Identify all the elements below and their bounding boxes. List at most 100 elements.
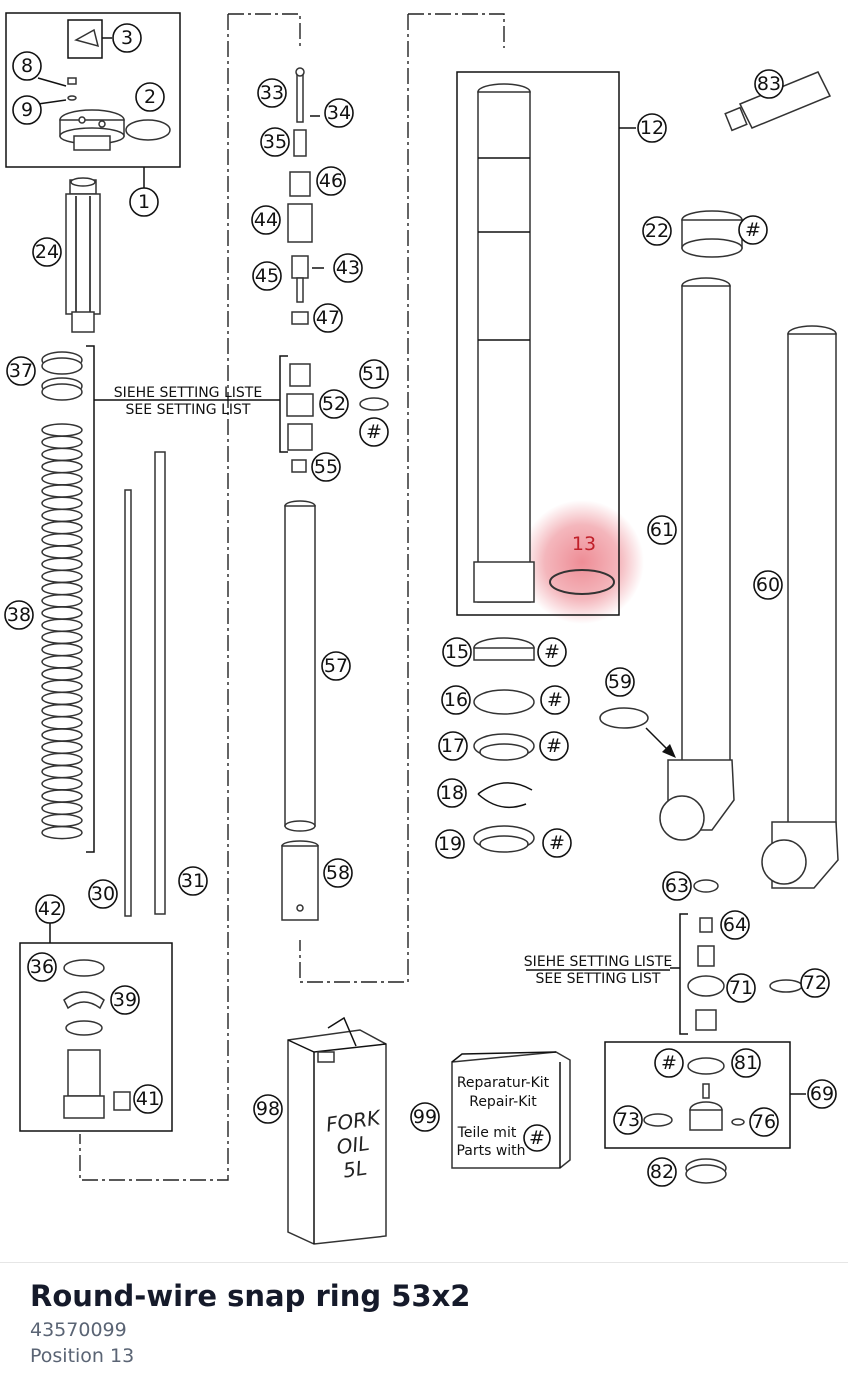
part-label-34[interactable]: 34	[327, 102, 351, 124]
part-label-59[interactable]: 59	[608, 671, 632, 693]
label-circle	[637, 113, 667, 143]
sleeve-icon	[281, 840, 319, 921]
part-label-46[interactable]: 46	[319, 170, 343, 192]
part-label-83[interactable]: 83	[757, 73, 781, 95]
part-label-15[interactable]: 15	[445, 641, 469, 663]
exploded-parts-diagram: FORK OIL 5L Reparatur-Kit Repair-Kit Tei…	[4, 12, 839, 1245]
part-label-12[interactable]: 12	[640, 117, 664, 139]
hash-label[interactable]: #	[546, 735, 562, 757]
fork-tube-icon	[473, 83, 535, 603]
part-label-55[interactable]: 55	[314, 456, 338, 478]
part-label-44[interactable]: 44	[254, 209, 278, 231]
part-label-76[interactable]: 76	[752, 1111, 776, 1133]
kit-text-2: Repair-Kit	[469, 1094, 537, 1110]
part-label-3[interactable]: 3	[121, 27, 133, 49]
label-circle	[251, 205, 281, 235]
part-label-58[interactable]: 58	[326, 862, 350, 884]
rod-30-icon	[124, 489, 132, 917]
label-circle	[311, 452, 341, 482]
part-label-64[interactable]: 64	[723, 914, 747, 936]
label-circle	[323, 858, 353, 888]
part-title: Round-wire snap ring 53x2	[30, 1279, 471, 1313]
part-label-39[interactable]: 39	[113, 989, 137, 1011]
part-label-57[interactable]: 57	[324, 655, 348, 677]
guide-bushing-icon	[681, 210, 743, 258]
group-box-12	[456, 71, 620, 616]
spring-coil	[41, 618, 83, 632]
part-label-35[interactable]: 35	[263, 131, 287, 153]
part-label-33[interactable]: 33	[260, 82, 284, 104]
part-label-99[interactable]: 99	[413, 1106, 437, 1128]
grease-tube-icon	[724, 71, 832, 132]
part-label-9[interactable]: 9	[21, 99, 33, 121]
part-label-51[interactable]: 51	[362, 363, 386, 385]
part-label-45[interactable]: 45	[255, 265, 279, 287]
label-circle	[319, 389, 349, 419]
part-label-71[interactable]: 71	[729, 977, 753, 999]
part-label-72[interactable]: 72	[803, 972, 827, 994]
part-label-19[interactable]: 19	[438, 833, 462, 855]
part-label-16[interactable]: 16	[444, 689, 468, 711]
part-label-2[interactable]: 2	[144, 86, 156, 108]
part-label-47[interactable]: 47	[316, 307, 340, 329]
part-label-1[interactable]: 1	[138, 191, 150, 213]
valve-stack-icon	[286, 67, 314, 473]
part-label-42[interactable]: 42	[38, 898, 62, 920]
part-label-43[interactable]: 43	[336, 257, 360, 279]
part-label-31[interactable]: 31	[181, 870, 205, 892]
inner-tube-60-icon	[761, 325, 839, 889]
label-circle	[260, 127, 290, 157]
part-label-30[interactable]: 30	[91, 883, 115, 905]
part-label-81[interactable]: 81	[734, 1052, 758, 1074]
hash-label[interactable]: #	[661, 1052, 677, 1074]
label-circle	[642, 216, 672, 246]
part-label-82[interactable]: 82	[650, 1161, 674, 1183]
label-circle	[252, 261, 282, 291]
part-label-63[interactable]: 63	[665, 875, 689, 897]
spring-coil	[41, 667, 83, 681]
part-label-36[interactable]: 36	[30, 956, 54, 978]
part-number: 43570099	[30, 1319, 127, 1341]
snap-ring-icon	[549, 569, 615, 595]
label-circle	[12, 51, 42, 81]
setting-note-en-1: SEE SETTING LIST	[126, 402, 251, 418]
group-box-42	[19, 942, 173, 1132]
hash-label[interactable]: #	[745, 219, 761, 241]
label-circle	[316, 166, 346, 196]
part-label-60[interactable]: 60	[756, 574, 780, 596]
hash-label[interactable]: #	[366, 421, 382, 443]
spring-coil	[41, 740, 83, 754]
spring-coil	[41, 496, 83, 510]
hash-label[interactable]: #	[547, 689, 563, 711]
part-label-61[interactable]: 61	[650, 519, 674, 541]
label-circle	[800, 968, 830, 998]
part-label-22[interactable]: 22	[645, 220, 669, 242]
part-label-18[interactable]: 18	[440, 782, 464, 804]
part-label-8[interactable]: 8	[21, 55, 33, 77]
part-label-41[interactable]: 41	[136, 1088, 160, 1110]
hash-label[interactable]: #	[549, 832, 565, 854]
part-label-17[interactable]: 17	[441, 735, 465, 757]
part-label-13-highlighted[interactable]: 13	[572, 533, 596, 555]
highlight-glow	[520, 500, 644, 624]
part-label-38[interactable]: 38	[7, 604, 31, 626]
label-circle	[313, 303, 343, 333]
spring-coil	[41, 801, 83, 815]
label-circle	[321, 651, 351, 681]
part-label-52[interactable]: 52	[322, 393, 346, 415]
spring-coil	[41, 825, 83, 840]
part-label-37[interactable]: 37	[9, 360, 33, 382]
hash-label[interactable]: #	[544, 641, 560, 663]
kit-hash-label: #	[529, 1127, 545, 1149]
label-circle	[731, 1048, 761, 1078]
part-label-98[interactable]: 98	[256, 1098, 280, 1120]
setting-note-de-2: SIEHE SETTING LISTE	[524, 954, 672, 970]
arrow-head-icon	[662, 744, 676, 758]
part-label-69[interactable]: 69	[810, 1083, 834, 1105]
can-text-3: 5L	[342, 1156, 369, 1183]
o-ring-59-icon	[599, 707, 649, 729]
part-label-73[interactable]: 73	[616, 1109, 640, 1131]
part-label-24[interactable]: 24	[35, 241, 59, 263]
label-circle	[726, 973, 756, 1003]
spring-coil	[41, 813, 83, 828]
